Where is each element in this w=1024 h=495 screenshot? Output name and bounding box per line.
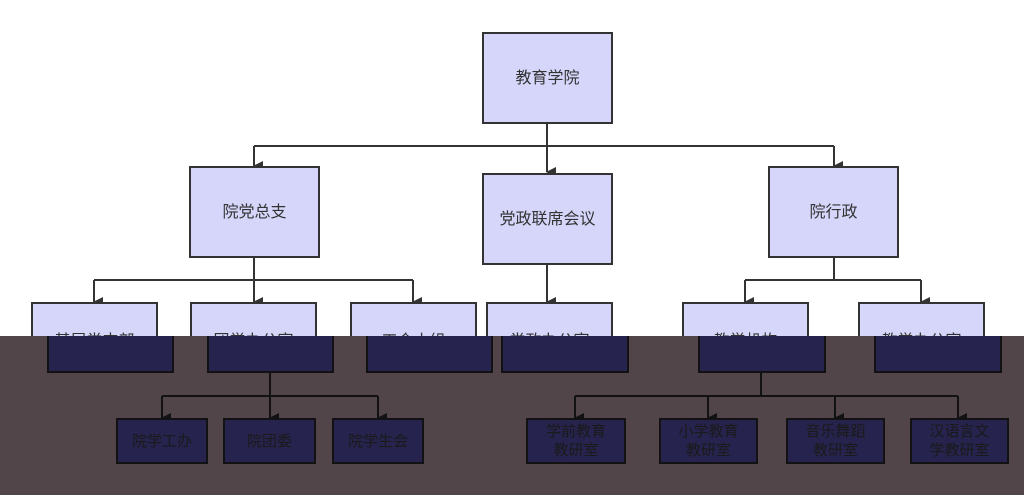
grassroots-branch-lower xyxy=(47,336,174,373)
node-grassroots-branch[interactable]: 基层党支部 xyxy=(31,302,158,336)
node-primary-edu[interactable]: 小学教育 教研室 xyxy=(659,418,758,464)
node-root[interactable]: 教育学院 xyxy=(482,32,613,124)
node-union-group[interactable]: 工会小组 xyxy=(350,302,477,336)
node-party-gov-office[interactable]: 党政办公室 xyxy=(486,302,613,336)
party-gov-office-lower xyxy=(501,336,629,373)
teaching-org-lower xyxy=(698,336,826,373)
node-student-work[interactable]: 院学工办 xyxy=(116,418,208,464)
node-music-dance[interactable]: 音乐舞蹈 教研室 xyxy=(786,418,885,464)
node-student-union[interactable]: 院学生会 xyxy=(332,418,424,464)
node-league-committee[interactable]: 院团委 xyxy=(223,418,316,464)
union-group-lower xyxy=(366,336,493,373)
node-party-branch[interactable]: 院党总支 xyxy=(189,166,320,258)
league-office-lower xyxy=(207,336,334,373)
academic-office-lower xyxy=(874,336,1002,373)
node-academic-office[interactable]: 教学办公室 xyxy=(858,302,985,336)
node-teaching-org[interactable]: 教学机构 xyxy=(682,302,809,336)
node-joint-meeting[interactable]: 党政联席会议 xyxy=(482,173,613,265)
node-chinese-lang[interactable]: 汉语言文 学教研室 xyxy=(910,418,1009,464)
node-league-office[interactable]: 团学办公室 xyxy=(190,302,317,336)
node-administration[interactable]: 院行政 xyxy=(768,166,899,258)
node-preschool-edu[interactable]: 学前教育 教研室 xyxy=(526,418,626,464)
